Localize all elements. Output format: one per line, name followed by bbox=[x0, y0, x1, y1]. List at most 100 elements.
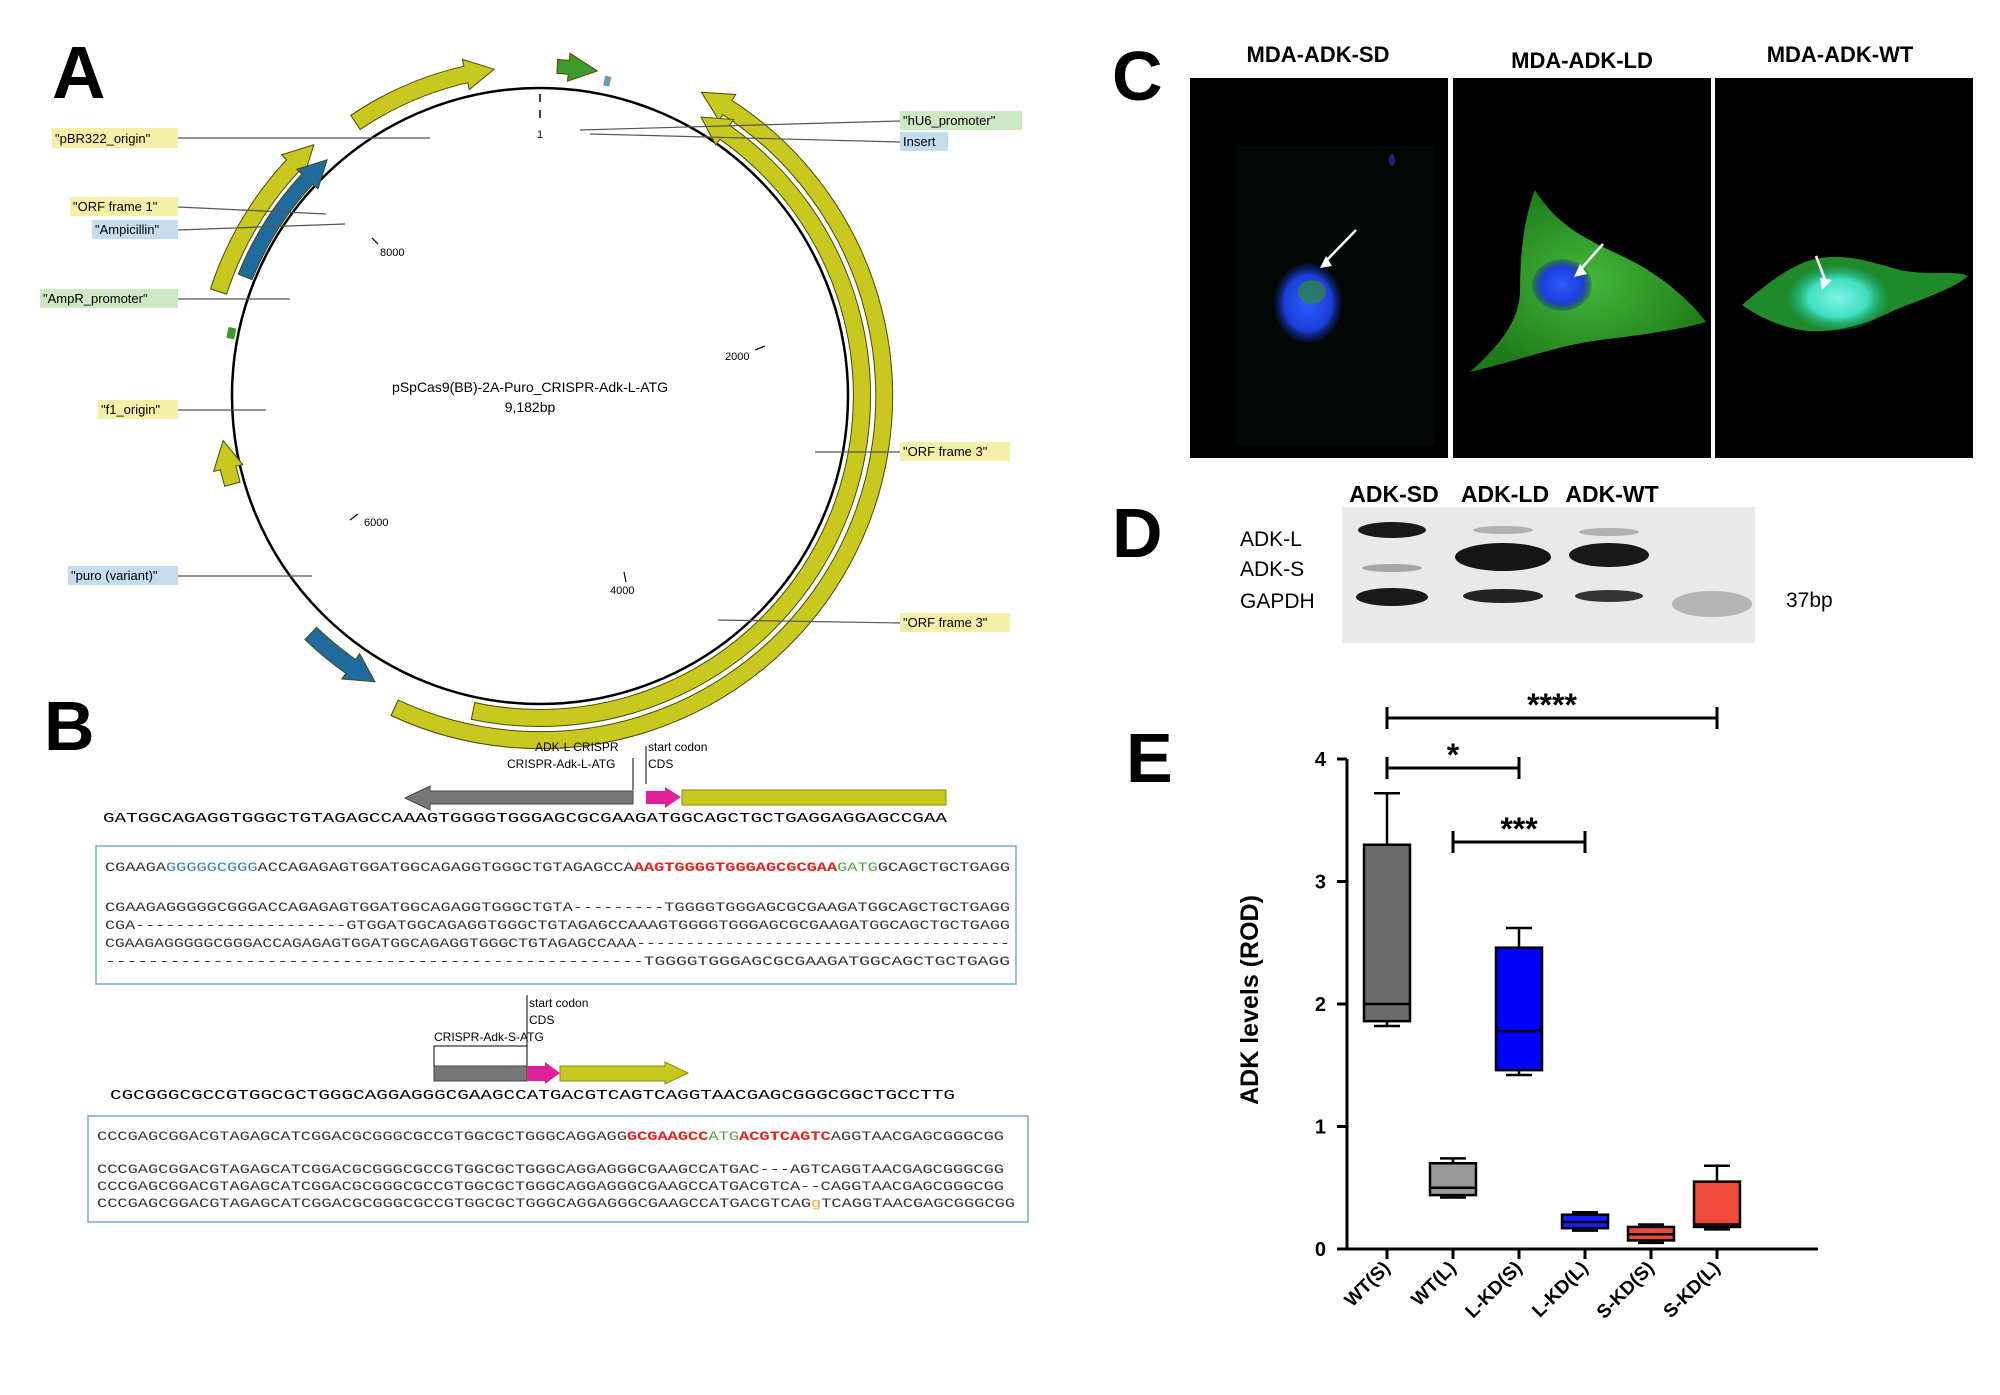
significance-bracket: **** bbox=[1385, 687, 1719, 729]
alignment-box-l bbox=[95, 845, 1017, 985]
label-orf3-a: "ORF frame 3" bbox=[815, 442, 1010, 461]
box-WT(L) bbox=[1428, 1157, 1478, 1199]
cds-bar-l bbox=[681, 789, 947, 806]
blot-marker-label: 37bp bbox=[1786, 589, 1833, 612]
tick-6000 bbox=[349, 513, 359, 521]
significance-label: **** bbox=[1527, 687, 1577, 723]
annotation-start-codon-s: start codon bbox=[529, 996, 588, 1010]
svg-text:"AmpR_promoter": "AmpR_promoter" bbox=[43, 291, 148, 306]
label-f1-origin: "f1_origin" bbox=[98, 400, 266, 419]
label-orf1: "ORF frame 1" bbox=[70, 197, 327, 216]
label-insert: Insert bbox=[589, 132, 948, 151]
annotation-crispr-adk-s-atg: CRISPR-Adk-S-ATG bbox=[434, 1030, 544, 1044]
mut-seq-l-4: ----------------------------------------… bbox=[105, 955, 1010, 969]
y-tick-label: 2 bbox=[1315, 994, 1326, 1016]
x-tick-label: L-KD(S) bbox=[1462, 1258, 1527, 1323]
label-ampicillin: "Ampicillin" bbox=[92, 220, 346, 239]
panel-label-e: E bbox=[1126, 719, 1173, 797]
annotation-adk-l-crispr: ADK-L CRISPR bbox=[535, 740, 619, 754]
mut-seq-s-3: CCCGAGCGGACGTAGAGCATCGGACGCGGGCGCCGTGGCG… bbox=[97, 1197, 1015, 1211]
box-S-KD(S) bbox=[1626, 1223, 1676, 1245]
x-tick-label: S-KD(L) bbox=[1660, 1258, 1725, 1323]
crispr-s-bar bbox=[433, 1065, 528, 1082]
start-codon-arrow-s bbox=[527, 1062, 560, 1084]
plasmid-name: pSpCas9(BB)-2A-Puro_CRISPR-Adk-L-ATG bbox=[392, 379, 668, 395]
arrow-sd bbox=[1324, 229, 1357, 263]
tick-label-8000: 8000 bbox=[380, 247, 404, 259]
micrograph-ld: MDA-ADK-LD bbox=[1453, 48, 1711, 458]
orf-frame-1-arrow bbox=[209, 144, 315, 295]
box-WT(S) bbox=[1362, 792, 1412, 1028]
alignment-box-s bbox=[87, 1115, 1029, 1223]
label-ampr-promoter: "AmpR_promoter" bbox=[40, 289, 290, 308]
x-tick-label: WT(S) bbox=[1341, 1258, 1395, 1312]
western-blot: ADK-SD ADK-LD ADK-WT ADK-L ADK-S GAPDH 3… bbox=[1240, 481, 1833, 643]
box-body bbox=[1494, 946, 1544, 1072]
svg-text:"hU6_promoter": "hU6_promoter" bbox=[903, 113, 996, 128]
ref-seq-l: GATGGCAGAGGTGGGCTGTAGAGCCAAAGTGGGGTGGGAG… bbox=[103, 812, 948, 827]
box-L-KD(S) bbox=[1494, 926, 1544, 1077]
tick-label-2000: 2000 bbox=[725, 351, 749, 363]
hu6-promoter-arrow bbox=[556, 52, 599, 82]
ampicillin-arrow bbox=[237, 158, 328, 281]
mut-seq-l-1: CGAAGAGGGGGCGGGACCAGAGAGTGGATGGCAGAGGTGG… bbox=[105, 901, 1010, 915]
box-body bbox=[1428, 1162, 1478, 1197]
label-hu6-promoter: "hU6_promoter" bbox=[579, 111, 1022, 131]
micrograph-title-ld: MDA-ADK-LD bbox=[1511, 48, 1653, 73]
x-tick-label: WT(L) bbox=[1408, 1258, 1461, 1311]
significance-bracket: *** bbox=[1451, 811, 1587, 853]
mut-seq-l-2: CGA---------------------GTGGATGGCAGAGGTG… bbox=[105, 919, 1010, 933]
annotation-cds-s: CDS bbox=[529, 1013, 554, 1027]
plasmid-features bbox=[209, 52, 894, 750]
annotation-cds: CDS bbox=[648, 757, 673, 771]
svg-text:"f1_origin": "f1_origin" bbox=[101, 402, 160, 417]
svg-text:"ORF frame 3": "ORF frame 3" bbox=[903, 444, 988, 459]
svg-text:"puro (variant)": "puro (variant)" bbox=[71, 568, 158, 583]
arrow-ld bbox=[1579, 243, 1604, 271]
mut-seq-l-3: CGAAGAGGGGGCGGGACCAGAGAGTGGATGGCAGAGGTGG… bbox=[105, 937, 1010, 951]
orf-frame-3-outer-arrow bbox=[390, 91, 894, 750]
label-puro: "puro (variant)" bbox=[68, 566, 312, 585]
crispr-l-arrow bbox=[403, 785, 634, 811]
puro-variant-arrow bbox=[304, 626, 376, 683]
orf-frame-3-inner-arrow bbox=[470, 116, 872, 727]
blot-header-ld: ADK-LD bbox=[1461, 481, 1549, 507]
x-tick-label: L-KD(L) bbox=[1528, 1258, 1592, 1322]
label-orf3-b: "ORF frame 3" bbox=[717, 613, 1010, 632]
y-tick-label: 4 bbox=[1315, 749, 1327, 771]
svg-text:"ORF frame 1": "ORF frame 1" bbox=[73, 199, 158, 214]
box-S-KD(L) bbox=[1692, 1164, 1742, 1231]
tick-4000 bbox=[623, 571, 627, 583]
y-axis-label: ADK levels (ROD) bbox=[1236, 895, 1264, 1105]
annotation-crispr-adk-l-atg: CRISPR-Adk-L-ATG bbox=[507, 757, 615, 771]
panel-label-c: C bbox=[1112, 37, 1163, 115]
arrow-wt bbox=[1814, 255, 1828, 283]
boxplot-chart: ADK levels (ROD) 01234WT(S)WT(L)L-KD(S)L… bbox=[1236, 687, 1818, 1323]
mut-seq-s-1: CCCGAGCGGACGTAGAGCATCGGACGCGGGCGCCGTGGCG… bbox=[97, 1163, 1004, 1177]
y-tick-label: 0 bbox=[1315, 1239, 1326, 1261]
svg-text:"ORF frame 3": "ORF frame 3" bbox=[903, 615, 988, 630]
blot-row-adk-s: ADK-S bbox=[1240, 558, 1304, 581]
significance-label: * bbox=[1447, 737, 1460, 773]
x-tick-label: S-KD(S) bbox=[1593, 1258, 1659, 1324]
svg-text:Insert: Insert bbox=[903, 134, 936, 149]
tick-2000 bbox=[754, 345, 766, 351]
micrograph-title-sd: MDA-ADK-SD bbox=[1247, 42, 1390, 67]
wt-seq-s: CCCGAGCGGACGTAGAGCATCGGACGCGGGCGCCGTGGCG… bbox=[97, 1130, 1004, 1144]
sequence-adk-l: ADK-L CRISPR CRISPR-Adk-L-ATG start codo… bbox=[95, 740, 1017, 985]
start-codon-arrow-l bbox=[646, 787, 681, 808]
annotation-start-codon: start codon bbox=[648, 740, 707, 754]
plasmid-backbone bbox=[230, 86, 850, 706]
cds-arrow-s bbox=[559, 1061, 690, 1085]
blot-header-wt: ADK-WT bbox=[1565, 481, 1658, 507]
mut-seq-s-2: CCCGAGCGGACGTAGAGCATCGGACGCGGGCGCCGTGGCG… bbox=[97, 1180, 1004, 1194]
ampr-promoter-bar bbox=[226, 326, 237, 340]
plasmid-map: pSpCas9(BB)-2A-Puro_CRISPR-Adk-L-ATG 9,1… bbox=[40, 52, 1022, 750]
tick-8000 bbox=[371, 237, 379, 245]
blot-header-sd: ADK-SD bbox=[1349, 481, 1438, 507]
sequence-adk-s: start codon CDS CRISPR-Adk-S-ATG CGCGGGC… bbox=[87, 995, 1029, 1223]
blot-row-adk-l: ADK-L bbox=[1240, 528, 1302, 551]
box-body bbox=[1362, 843, 1412, 1023]
blot-row-gapdh: GAPDH bbox=[1240, 590, 1315, 613]
